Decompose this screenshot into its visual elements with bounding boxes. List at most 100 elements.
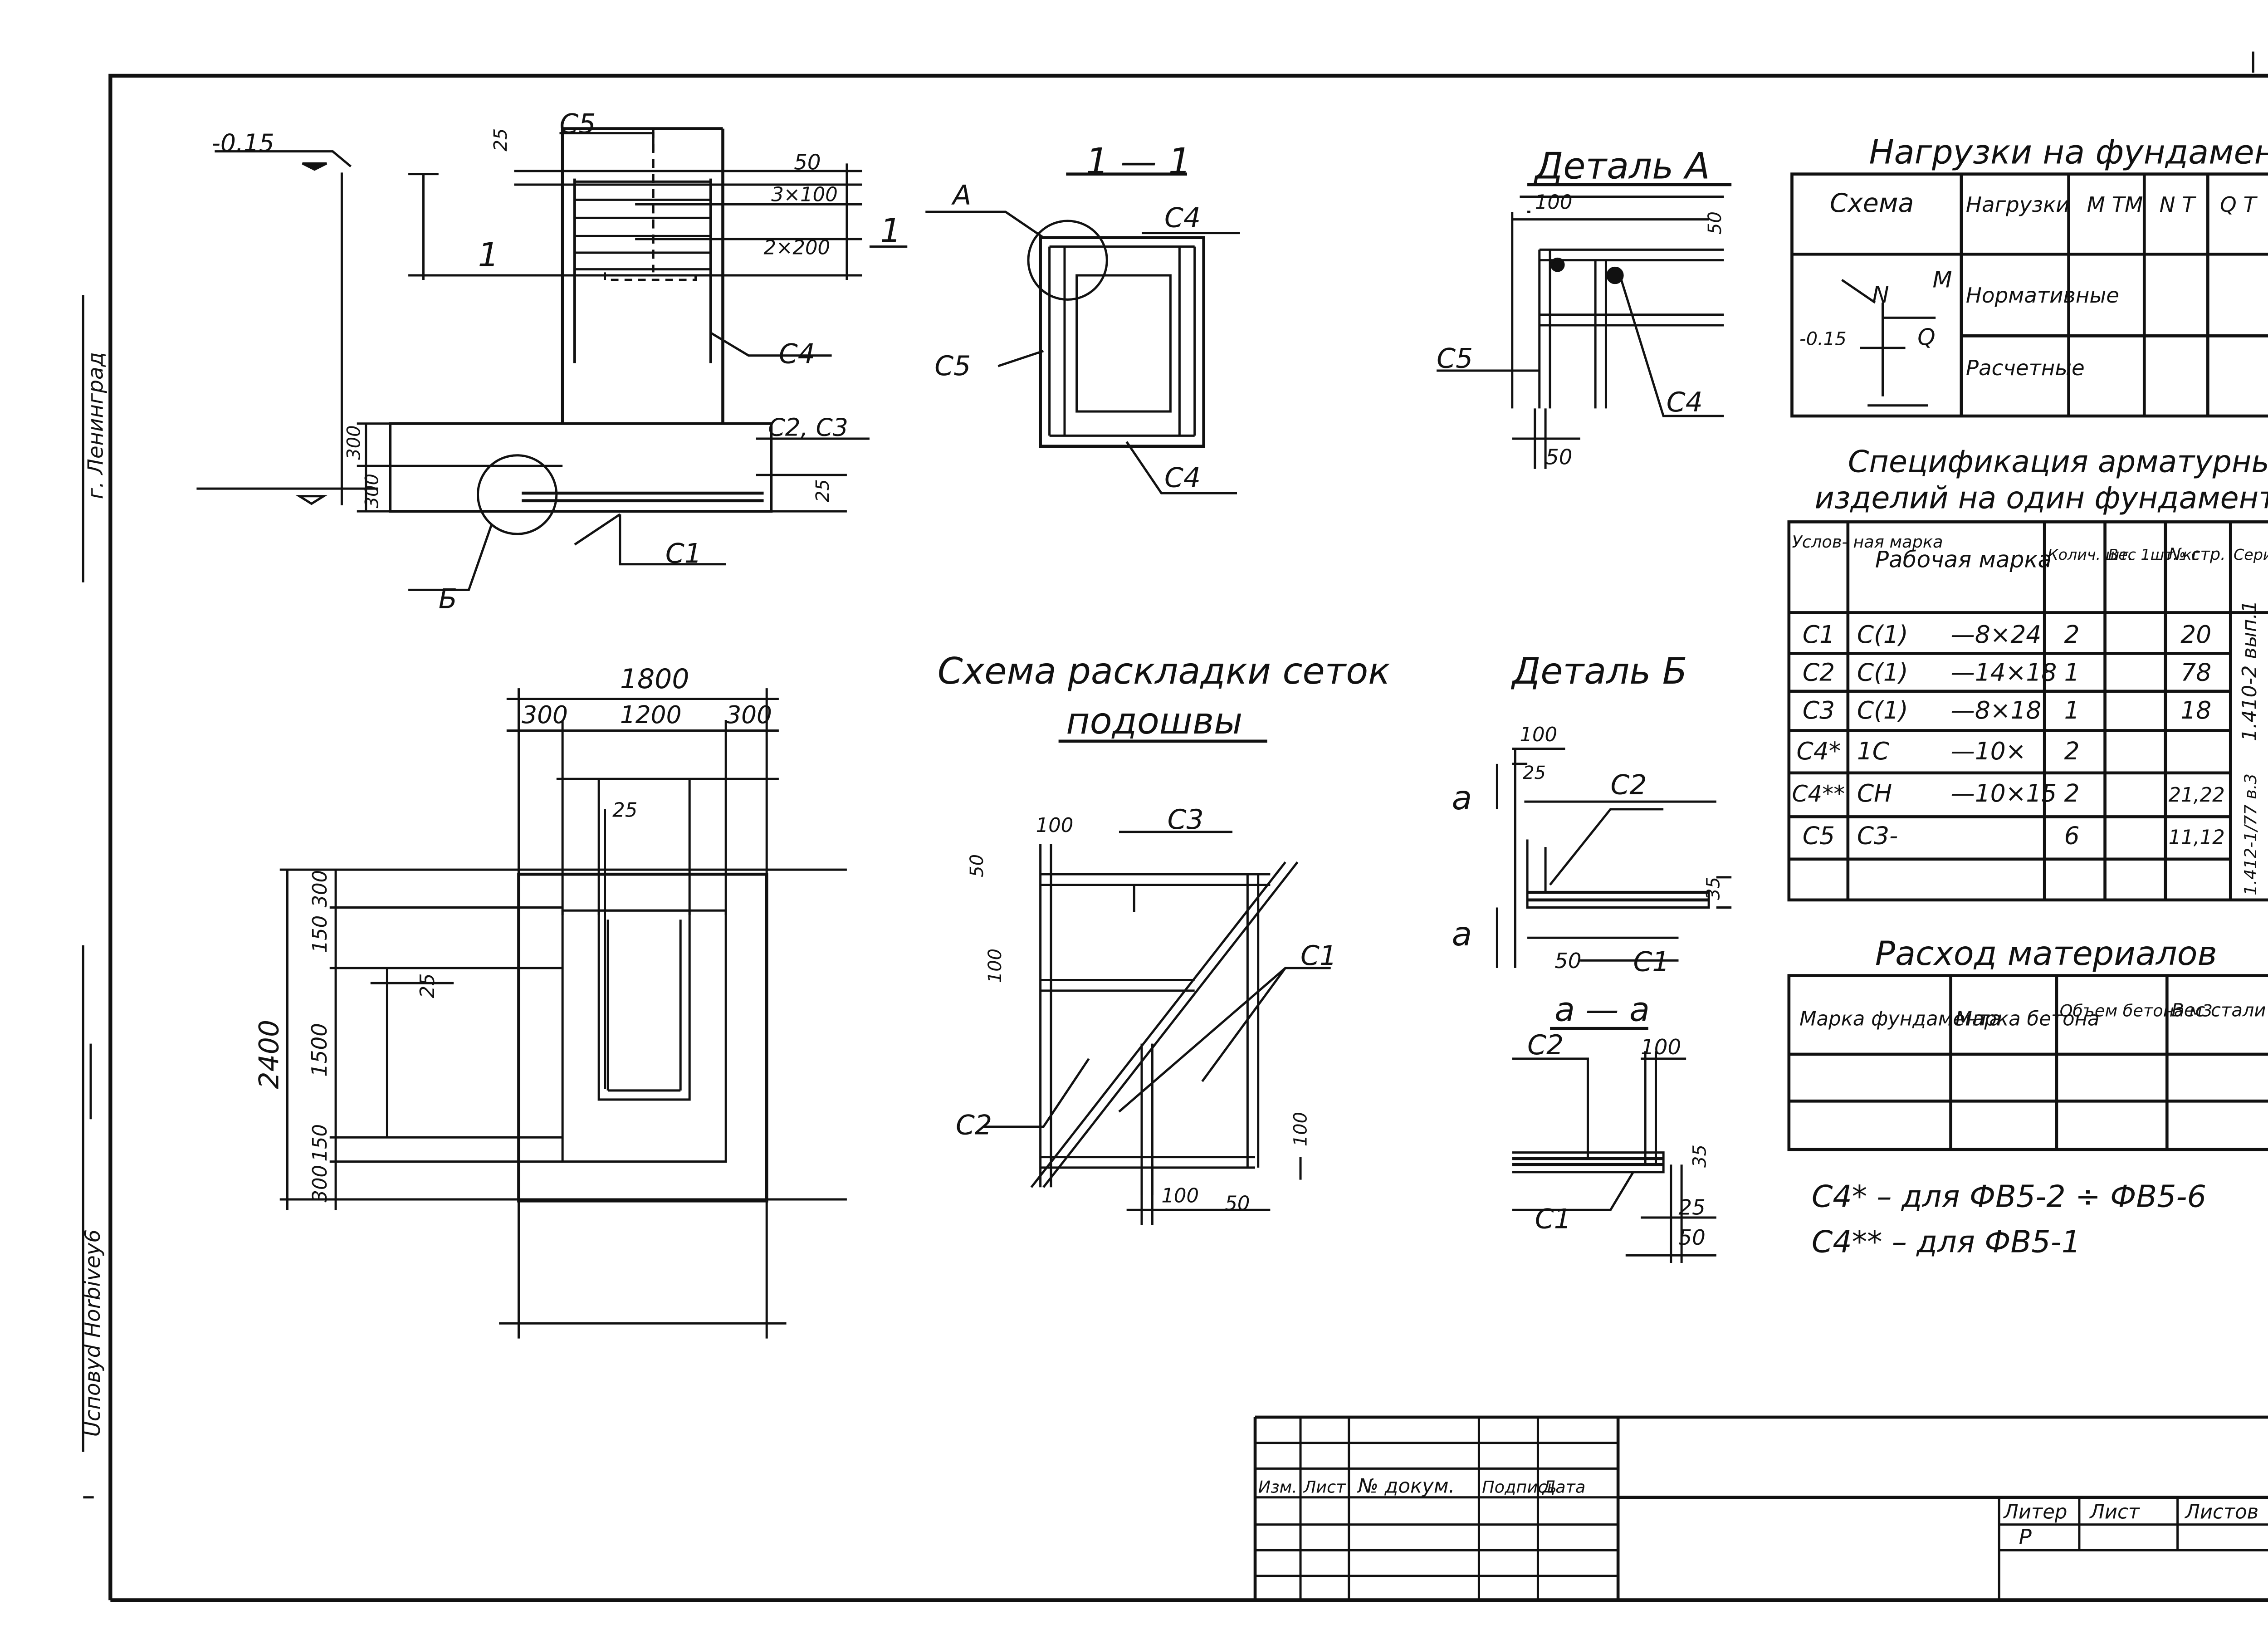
spec-cell: 18 — [2180, 696, 2211, 724]
spec-title-2: изделий на один фундамент — [1815, 480, 2268, 515]
left-stamp — [82, 295, 94, 1499]
tb-header-0: Изм. — [1258, 1477, 1297, 1497]
detail-a-mark: A — [951, 179, 971, 211]
spec-row: C1 C(1) —8×24 2 20 — [1803, 620, 2211, 649]
elevation-top-label: -0.15 — [212, 129, 274, 157]
spec-header-4: № стр. — [2168, 544, 2226, 564]
detail-b — [1496, 747, 1732, 968]
tb-sheet: Лист — [2089, 1501, 2141, 1523]
label-c1-mesh: C1 — [1300, 940, 1337, 972]
loads-header-loads: Нагрузки — [1966, 193, 2070, 217]
section-mark-left: 1 — [478, 236, 499, 274]
spec-cell: —10× — [1951, 737, 2026, 765]
materials-header-3: Вес стали кг — [2171, 1000, 2268, 1021]
spec-cell: 11,12 — [2169, 827, 2225, 849]
label-c2-section-aa: C2 — [1527, 1029, 1564, 1061]
dim-50-mesh-bottom: 50 — [1225, 1192, 1250, 1215]
spec-cell: C(1) — [1857, 696, 1908, 724]
plan-view — [279, 688, 847, 1339]
label-c4-sec-bottom: C4 — [1164, 462, 1201, 494]
spec-row: C2 C(1) —14×18 1 78 — [1803, 658, 2211, 686]
section-mark-right: 1 — [880, 212, 901, 250]
dim-35-section-aa: 35 — [1689, 1145, 1710, 1168]
dim-100-detail-a: 100 — [1535, 191, 1573, 214]
materials-header-0: Марка фундамента — [1799, 1008, 2001, 1031]
spec-cell: C3 — [1803, 696, 1835, 724]
label-c5-sec: C5 — [934, 350, 971, 382]
dim-300-left: 300 — [522, 700, 568, 729]
spec-cell: 2 — [2064, 779, 2080, 807]
tb-sheets: Листов — [2184, 1501, 2258, 1523]
tb-header-2: № докум. — [1357, 1475, 1455, 1498]
dim-35-detail-b: 35 — [1703, 877, 1724, 900]
cut-mark-a-top: a — [1452, 779, 1472, 817]
dim-100-mesh-right: 100 — [1290, 1112, 1311, 1146]
label-c4-sec-top: C4 — [1164, 202, 1201, 234]
loads-header-n: N T — [2160, 193, 2197, 217]
loads-table-title: Нагрузки на фундамент — [1869, 133, 2268, 171]
scheme-m: M — [1933, 267, 1952, 293]
title-section-1-1: 1 — 1 — [1086, 141, 1192, 183]
loads-row-design: Расчетные — [1966, 356, 2085, 381]
title-block — [1253, 1415, 2268, 1600]
dim-25-detail-b: 25 — [1523, 763, 1546, 783]
spec-table — [1787, 520, 2268, 902]
dim-1800: 1800 — [620, 663, 689, 695]
spec-row: C5 C3- 6 11,12 — [1803, 822, 2225, 850]
label-c1-section-aa: C1 — [1535, 1203, 1571, 1235]
dim-100-mesh-bottom: 100 — [1161, 1185, 1199, 1208]
spec-cell: —10×15 — [1951, 779, 2057, 807]
scheme-q: Q — [1917, 324, 1935, 350]
sheet-frame — [108, 51, 2268, 1602]
spec-header-1: Рабочая марка — [1875, 546, 2052, 572]
spec-cell: 1 — [2064, 658, 2080, 686]
dim-50-mesh: 50 — [967, 854, 987, 877]
stamp-city: г. Ленинград — [84, 352, 108, 499]
spec-cell: C(1) — [1857, 620, 1908, 649]
label-c4-elev: C4 — [779, 338, 815, 370]
dim-1500: 1500 — [308, 1023, 332, 1077]
dim-25-plan-top: 25 — [612, 799, 637, 822]
dim-300-a: 300 — [343, 425, 364, 460]
spec-row: C4* 1C —10× 2 — [1797, 737, 2080, 765]
spec-cell: —8×24 — [1951, 620, 2042, 649]
title-section-a-a: a — a — [1554, 991, 1650, 1029]
spec-cell: C4* — [1797, 737, 1841, 765]
spec-header-3: Вес 1шт. кг — [2108, 546, 2200, 563]
dim-300-right: 300 — [726, 700, 772, 729]
dim-100-mesh-left: 100 — [985, 949, 1006, 983]
title-layout-2: подошвы — [1066, 700, 1242, 742]
spec-cell: C4** — [1792, 781, 1845, 807]
spec-row: C3 C(1) —8×18 1 18 — [1803, 696, 2211, 724]
dim-300-plan-b: 300 — [309, 1165, 332, 1203]
spec-cell: CH — [1857, 779, 1892, 807]
dim-300-plan-a: 300 — [309, 870, 332, 908]
label-c5-top: C5 — [559, 108, 596, 140]
spec-cell: —8×18 — [1951, 696, 2042, 724]
spec-cell: C5 — [1803, 822, 1835, 850]
spec-row: C4** CH —10×15 2 21,22 — [1792, 779, 2225, 807]
spec-cell: C2 — [1803, 658, 1835, 686]
detail-b-mark: Б — [439, 583, 457, 615]
spec-cell: 6 — [2064, 822, 2080, 850]
loads-header-m: M ТМ — [2087, 193, 2143, 217]
spec-cell: 2 — [2064, 620, 2080, 649]
spec-header-0: Услов- ная марка — [1792, 532, 1943, 552]
loads-header-scheme: Схема — [1830, 188, 1914, 218]
dim-25-plan-left: 25 — [416, 973, 439, 998]
tb-header-1: Лист — [1303, 1477, 1347, 1497]
spec-series-2: 1.412-1/77 в.3 — [2241, 773, 2260, 895]
label-c2c3: C2, C3 — [768, 413, 848, 441]
dim-300-b: 300 — [362, 474, 382, 508]
detail-a — [1437, 183, 1732, 469]
note-c4-star: C4* – для ФВ5-2 ÷ ФВ5-6 — [1812, 1179, 2206, 1214]
section-a-a — [1512, 1027, 1716, 1263]
note-c4-2star: C4** – для ФВ5-1 — [1812, 1224, 2081, 1260]
tb-header-4: Дата — [1541, 1477, 1585, 1497]
tb-litera: Литер — [2003, 1501, 2067, 1523]
elevation-view — [196, 127, 908, 591]
spec-header-5: Серия, выпуск — [2234, 546, 2268, 563]
label-c5-detail: C5 — [1437, 342, 1473, 374]
tb-litera-value: Р — [2019, 1525, 2032, 1550]
